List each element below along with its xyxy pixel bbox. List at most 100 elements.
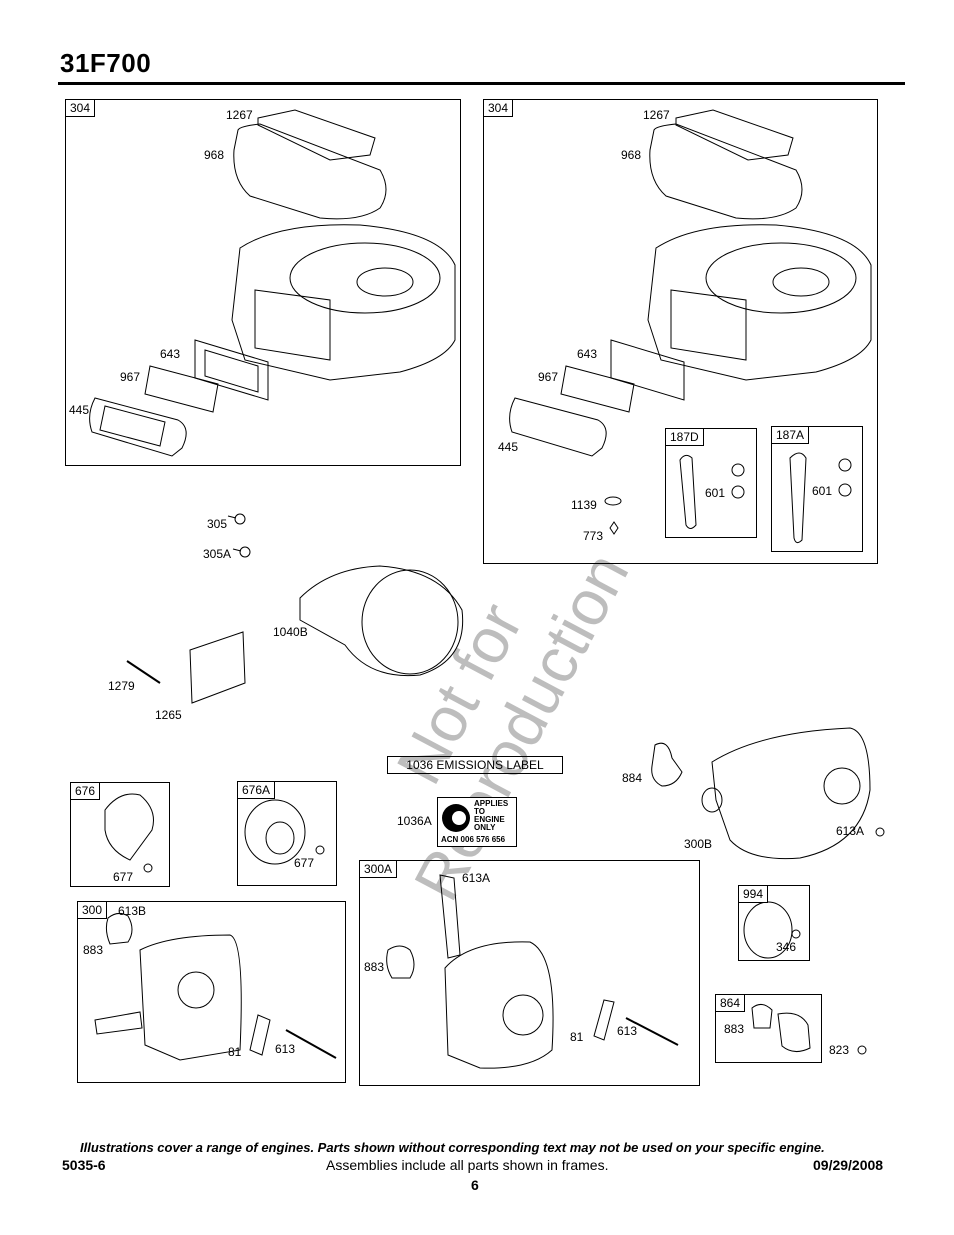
part-label: 967 — [538, 370, 559, 384]
part-label: 823 — [829, 1043, 850, 1057]
part-773 — [609, 521, 619, 535]
part-label: 613 — [275, 1042, 296, 1056]
part-label: 613 — [617, 1024, 638, 1038]
decal-text: APPLIES TO ENGINE ONLY — [474, 799, 509, 832]
frame-tag: 304 — [484, 100, 514, 117]
part-label: 967 — [120, 370, 141, 384]
frame-tag: 300A — [360, 861, 398, 878]
part-81-300 — [249, 1014, 271, 1056]
part-883-864 — [751, 1004, 773, 1029]
part-300A-muffler — [444, 941, 554, 1069]
part-label: 1036A — [397, 814, 432, 828]
emissions-label-box: 1036 EMISSIONS LABEL — [387, 756, 563, 774]
part-445-right — [509, 397, 607, 457]
part-label: 1139 — [571, 498, 597, 512]
part-label: 346 — [776, 940, 797, 954]
blower-housing-left — [231, 224, 456, 381]
part-1139 — [604, 496, 622, 506]
frame-676A: 676A — [237, 781, 337, 886]
frame-300: 300 — [77, 901, 346, 1083]
part-884 — [651, 742, 683, 787]
footnote: Illustrations cover a range of engines. … — [80, 1140, 825, 1155]
part-643-right — [610, 339, 685, 401]
part-label: 445 — [69, 403, 90, 417]
part-label: 613A — [836, 824, 865, 838]
part-883-300 — [105, 912, 133, 945]
part-1279 — [126, 660, 161, 684]
part-300B — [711, 727, 871, 860]
part-label: 883 — [724, 1022, 745, 1036]
part-968-left — [233, 123, 387, 220]
frame-864: 864 — [715, 994, 822, 1063]
part-label: 445 — [498, 440, 519, 454]
blower-housing-right — [647, 224, 872, 381]
frame-304-right: 304 — [483, 99, 878, 564]
decal-acn: ACN 006 576 656 — [441, 835, 506, 844]
part-label: 613B — [118, 904, 147, 918]
frame-tag: 300 — [78, 902, 108, 919]
part-label: 677 — [113, 870, 134, 884]
part-label: 883 — [364, 960, 385, 974]
part-1267-right — [675, 109, 794, 161]
part-676A — [244, 799, 306, 865]
part-643-left — [194, 339, 269, 401]
frame-tag: 676A — [238, 782, 276, 799]
part-613-300 — [285, 1029, 337, 1059]
document-date: 09/29/2008 — [813, 1157, 884, 1173]
frame-676: 676 — [70, 782, 170, 887]
part-label: 1279 — [108, 679, 135, 693]
frame-tag: 864 — [716, 995, 746, 1012]
part-676 — [104, 793, 154, 861]
frame-tag: 676 — [71, 783, 101, 800]
part-967-left — [144, 365, 219, 413]
part-label: 601 — [812, 484, 833, 498]
part-label: 1267 — [643, 108, 670, 122]
part-187D-tube — [679, 454, 697, 529]
part-81-300A — [593, 999, 615, 1041]
part-label: 613A — [462, 871, 491, 885]
frame-304-left: 304 — [65, 99, 461, 466]
part-label: 1265 — [155, 708, 182, 722]
blower-inner-left — [289, 242, 441, 314]
c-logo-icon — [442, 804, 470, 832]
page-number: 6 — [471, 1177, 479, 1193]
part-613A-top — [875, 827, 885, 837]
part-967-right — [560, 365, 635, 413]
part-864-adapter — [777, 1012, 811, 1052]
document-number: 5035-6 — [62, 1157, 106, 1173]
part-label: 677 — [294, 856, 315, 870]
assemblies-note: Assemblies include all parts shown in fr… — [326, 1157, 609, 1173]
part-613-300A — [625, 1017, 679, 1046]
frame-tag: 994 — [739, 886, 769, 903]
part-label: 773 — [583, 529, 604, 543]
part-label: 883 — [83, 943, 104, 957]
part-label: 884 — [622, 771, 643, 785]
part-305A — [239, 546, 251, 558]
part-label: 1267 — [226, 108, 253, 122]
part-1267-left — [257, 109, 376, 161]
part-445-left — [89, 397, 187, 457]
part-label: 305 — [207, 517, 228, 531]
part-label: 300B — [684, 837, 713, 851]
frame-tag: 304 — [66, 100, 96, 117]
frame-187A: 187A — [771, 426, 863, 552]
part-label: 81 — [570, 1030, 584, 1044]
part-label: 601 — [705, 486, 726, 500]
frame-187D: 187D — [665, 428, 757, 538]
part-883-300A — [386, 945, 415, 979]
title-rule — [58, 82, 905, 85]
part-300-muffler — [139, 934, 242, 1061]
model-title: 31F700 — [60, 48, 152, 78]
part-187A-tube — [789, 452, 807, 544]
part-label: 968 — [621, 148, 642, 162]
part-label: 81 — [228, 1045, 242, 1059]
frame-300A: 300A — [359, 860, 700, 1086]
part-label: 643 — [577, 347, 598, 361]
part-305 — [234, 513, 246, 525]
part-label: 968 — [204, 148, 225, 162]
part-1040B — [299, 565, 464, 677]
part-300A-bracket — [439, 874, 461, 959]
part-label: 305A — [203, 547, 232, 561]
emissions-decal: APPLIES TO ENGINE ONLY ACN 006 576 656 — [437, 797, 517, 847]
